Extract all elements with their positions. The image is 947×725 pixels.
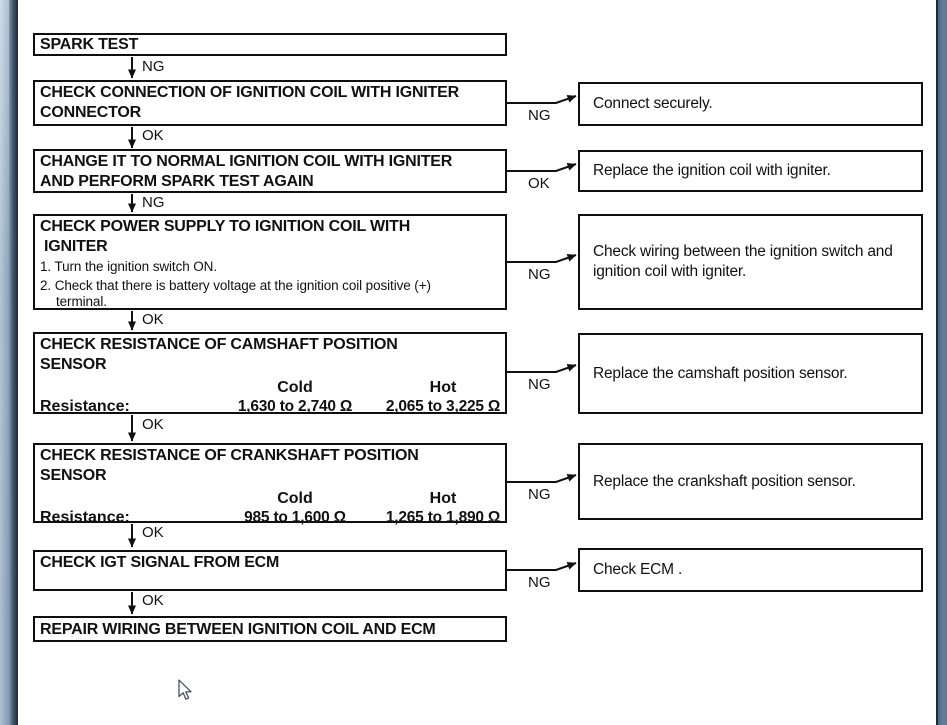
action-box-replace-crankshaft-sensor: Replace the crankshaft position sensor.: [578, 443, 923, 520]
step-item-2-cont: terminal.: [56, 294, 107, 309]
down-label-4: OK: [142, 311, 164, 328]
branch-label-3: NG: [528, 266, 551, 283]
action-text: Replace the camshaft position sensor.: [593, 364, 848, 382]
down-label-3: NG: [142, 194, 165, 211]
flow-box-check-connection: CHECK CONNECTION OF IGNITION COIL WITH I…: [33, 80, 507, 126]
action-text: Check ECM .: [593, 561, 683, 578]
action-text: Replace the ignition coil with igniter.: [593, 162, 831, 179]
box-title: CHECK IGT SIGNAL FROM ECM: [40, 554, 280, 571]
branch-label-6: NG: [528, 574, 551, 591]
spec-col-hot: Hot: [429, 379, 457, 396]
down-label-2: OK: [142, 127, 164, 144]
branch-label-4: NG: [528, 376, 551, 393]
box-title-line1: CHANGE IT TO NORMAL IGNITION COIL WITH I…: [40, 153, 453, 170]
page-edge-right-bar: [936, 0, 947, 725]
box-title-line2: SENSOR: [40, 356, 107, 373]
spec-row-label: Resistance:: [40, 509, 130, 526]
box-title-line1: CHECK POWER SUPPLY TO IGNITION COIL WITH: [40, 218, 411, 235]
action-box-check-ecm: Check ECM .: [578, 548, 923, 592]
flow-box-camshaft-resistance: CHECK RESISTANCE OF CAMSHAFT POSITION SE…: [33, 332, 507, 417]
branch-label-1: NG: [528, 107, 551, 124]
flow-box-check-power-supply: CHECK POWER SUPPLY TO IGNITION COIL WITH…: [33, 214, 507, 310]
action-box-check-wiring: Check wiring between the ignition switch…: [578, 214, 923, 310]
flow-box-repair-wiring: REPAIR WIRING BETWEEN IGNITION COIL AND …: [33, 616, 507, 642]
step-item-2: 2. Check that there is battery voltage a…: [40, 277, 431, 293]
action-text-line1: Check wiring between the ignition switch…: [593, 243, 893, 260]
spec-row-label: Resistance:: [40, 398, 130, 415]
spec-hot-value: 2,065 to 3,225 Ω: [385, 398, 501, 415]
box-title-line2: SENSOR: [40, 467, 107, 484]
flow-box-change-coil: CHANGE IT TO NORMAL IGNITION COIL WITH I…: [33, 149, 507, 193]
branch-arrow-1: [507, 95, 577, 104]
down-label-7: OK: [142, 592, 164, 609]
step-item-1: 1. Turn the ignition switch ON.: [40, 259, 217, 274]
action-text: Connect securely.: [593, 95, 713, 112]
down-label-6: OK: [142, 524, 164, 541]
box-title-line2: IGNITER: [44, 238, 108, 255]
branch-label-2: OK: [528, 175, 550, 192]
spec-col-cold: Cold: [277, 379, 313, 396]
box-title-line1: CHECK RESISTANCE OF CAMSHAFT POSITION: [40, 336, 398, 353]
resistance-spec-table: Cold Hot Resistance: 1,630 to 2,740 Ω 2,…: [40, 378, 501, 417]
branch-arrow-3: [507, 254, 577, 263]
box-title-line2: AND PERFORM SPARK TEST AGAIN: [40, 173, 314, 190]
spec-hot-value: 1,265 to 1,890 Ω: [385, 509, 501, 526]
down-label-5: OK: [142, 416, 164, 433]
branch-arrow-5: [507, 474, 577, 483]
box-title-line2: CONNECTOR: [40, 104, 142, 121]
action-box-connect-securely: Connect securely.: [578, 82, 923, 126]
spec-empty-cell: [40, 378, 205, 397]
branch-arrow-6: [507, 562, 577, 571]
spec-col-cold: Cold: [277, 490, 313, 507]
resistance-spec-table: Cold Hot Resistance: 985 to 1,600 Ω 1,26…: [40, 489, 501, 528]
branch-arrow-4: [507, 364, 577, 373]
action-box-replace-camshaft-sensor: Replace the camshaft position sensor.: [578, 333, 923, 414]
action-text-line2: ignition coil with igniter.: [593, 263, 747, 280]
branch-arrow-2: [507, 163, 577, 172]
page-edge-left-bar: [9, 0, 18, 725]
box-title: SPARK TEST: [40, 36, 139, 53]
flow-box-igt-signal: CHECK IGT SIGNAL FROM ECM: [33, 550, 507, 591]
spec-empty-cell: [40, 489, 205, 508]
spec-cold-value: 1,630 to 2,740 Ω: [237, 398, 353, 415]
action-box-replace-coil: Replace the ignition coil with igniter.: [578, 150, 923, 192]
action-text: Replace the crankshaft position sensor.: [593, 472, 856, 490]
down-label-1: NG: [142, 58, 165, 75]
box-title: REPAIR WIRING BETWEEN IGNITION COIL AND …: [40, 620, 436, 638]
branch-label-5: NG: [528, 486, 551, 503]
spec-col-hot: Hot: [429, 490, 457, 507]
spec-cold-value: 985 to 1,600 Ω: [244, 509, 346, 526]
mouse-cursor-icon: [178, 679, 192, 700]
flow-box-spark-test: SPARK TEST: [33, 33, 507, 56]
box-title-line1: CHECK RESISTANCE OF CRANKSHAFT POSITION: [40, 447, 419, 464]
page-edge-left-shadow: [0, 0, 9, 725]
flow-box-crankshaft-resistance: CHECK RESISTANCE OF CRANKSHAFT POSITION …: [33, 443, 507, 526]
box-title-line1: CHECK CONNECTION OF IGNITION COIL WITH I…: [40, 84, 459, 101]
